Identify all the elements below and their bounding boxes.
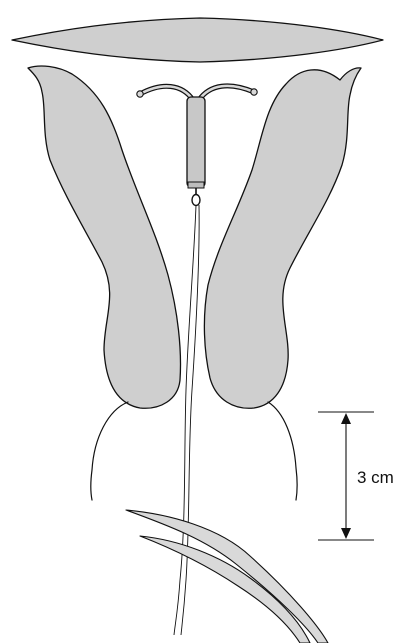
measure-arrow-down-icon: [341, 528, 351, 539]
iud-stem: [187, 97, 205, 187]
iud-string-2: [181, 205, 199, 635]
vaginal-wall-left: [91, 402, 128, 500]
vaginal-wall-right: [268, 402, 297, 500]
measure-arrow-up-icon: [341, 413, 351, 424]
left-uterine-wall: [28, 66, 181, 408]
iud-string-1: [174, 205, 196, 635]
iud-string-loop: [192, 195, 200, 206]
right-uterine-wall: [204, 68, 361, 408]
uterine-fundus: [12, 18, 383, 62]
measurement-label: 3 cm: [357, 468, 394, 487]
iud-device: [137, 86, 257, 206]
